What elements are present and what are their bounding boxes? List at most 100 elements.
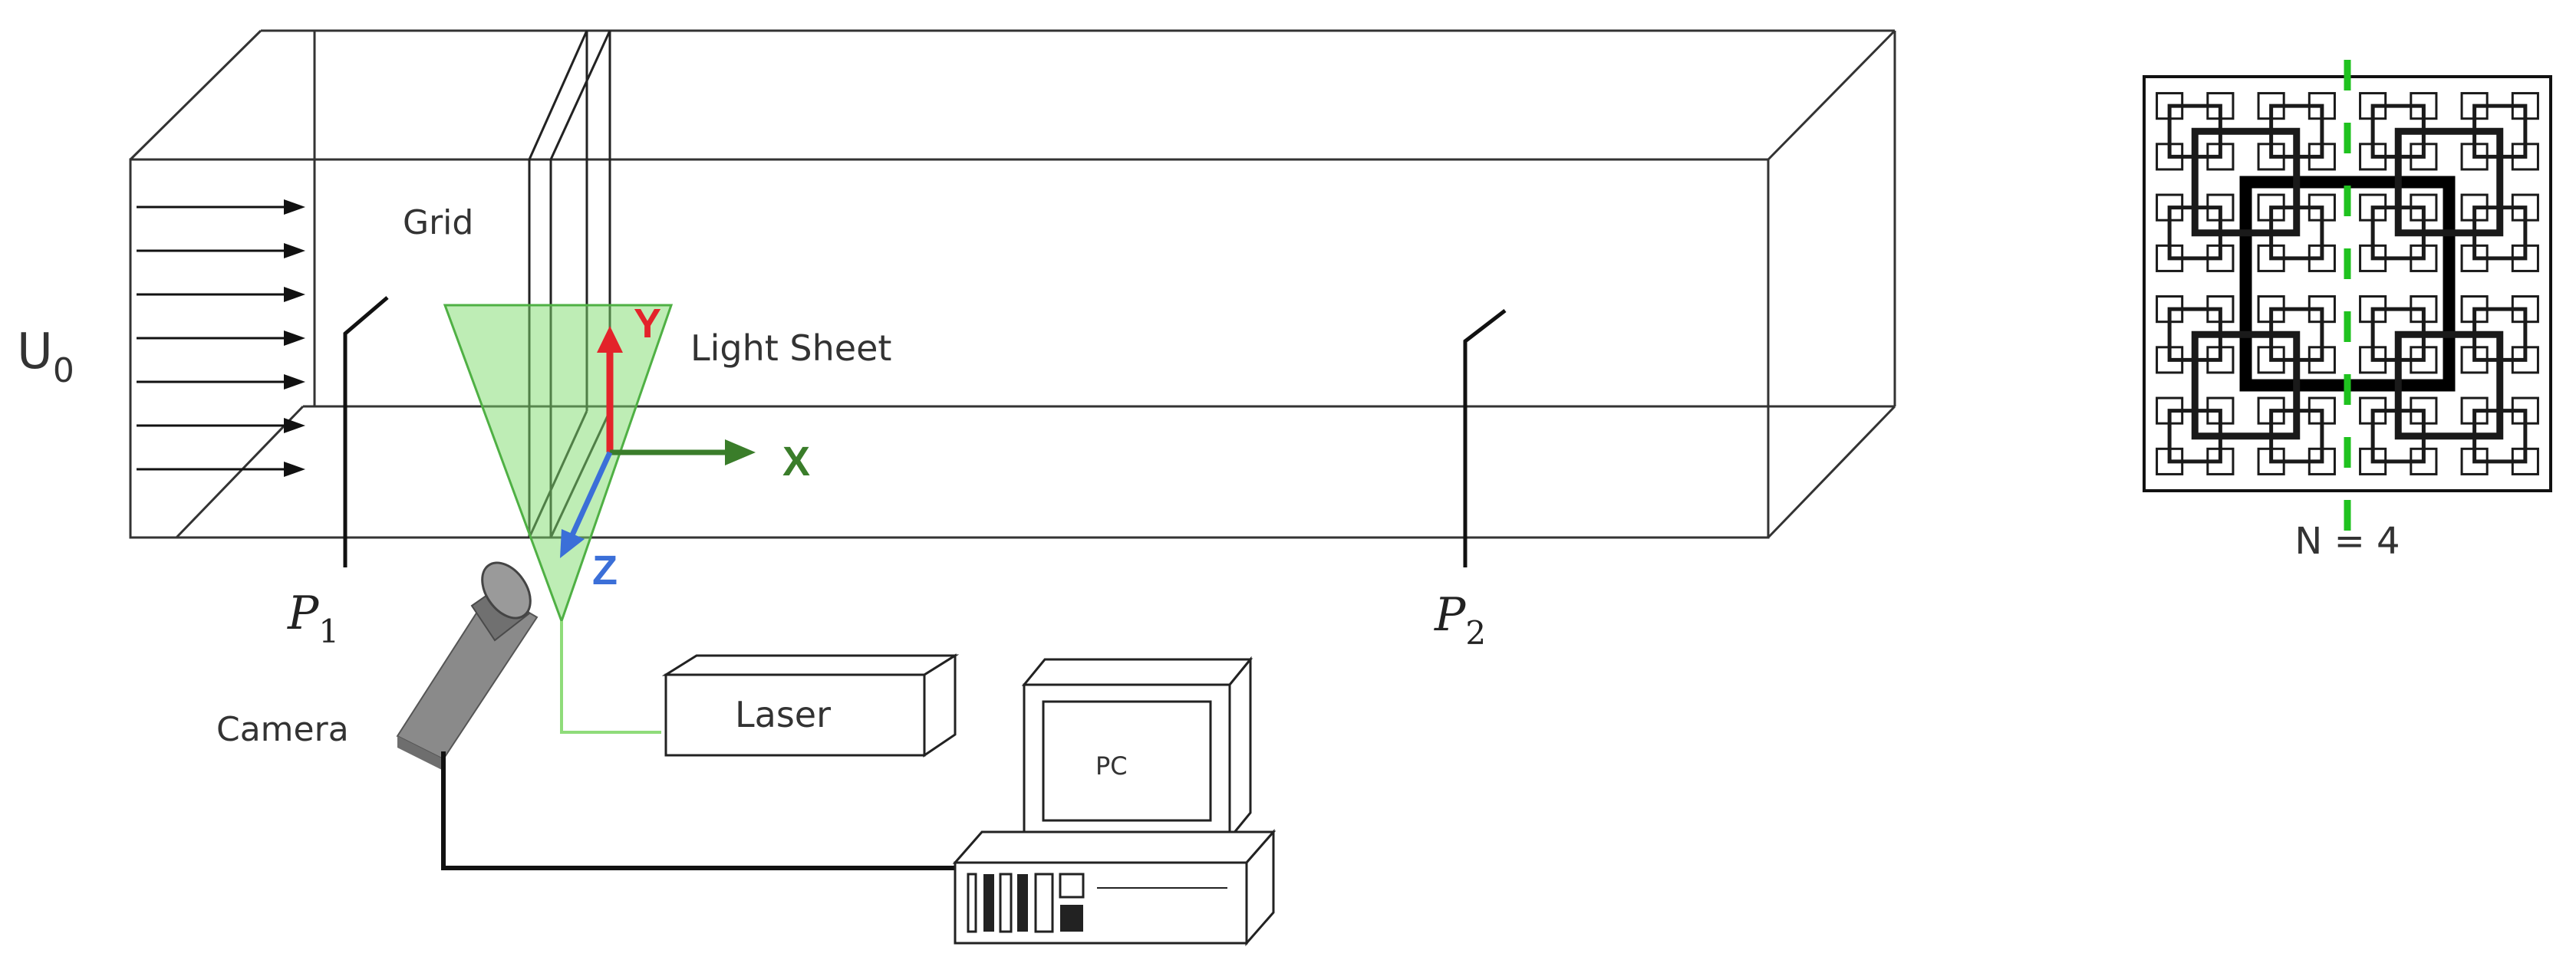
coordinate-axes xyxy=(560,326,756,558)
fractal-square xyxy=(2167,104,2222,159)
laser xyxy=(661,653,960,758)
fractal-square xyxy=(2308,396,2336,425)
fractal-square xyxy=(2370,104,2426,159)
fractal-square xyxy=(2269,205,2324,261)
fractal-square xyxy=(2460,92,2489,120)
fractal-square xyxy=(2308,346,2336,374)
inflow-subscript: 0 xyxy=(53,351,74,390)
x-axis-arrowhead xyxy=(725,439,756,465)
z-axis-label: Z xyxy=(592,547,618,593)
z-axis-line xyxy=(568,451,613,538)
fractal-square xyxy=(2394,330,2504,440)
pc-base-unit xyxy=(954,861,1248,945)
fractal-square xyxy=(2460,193,2489,222)
fractal-caption: N = 4 xyxy=(2294,520,2400,563)
fractal-square xyxy=(2460,447,2489,475)
fractal-square xyxy=(2257,396,2285,425)
light-sheet xyxy=(443,304,674,734)
fractal-square xyxy=(2410,295,2438,324)
fractal-square xyxy=(2370,307,2426,362)
probe-p2-subscript: 2 xyxy=(1465,614,1486,652)
light-sheet-triangle xyxy=(443,304,674,625)
fractal-square xyxy=(2394,127,2504,237)
fractal-square xyxy=(2257,295,2285,324)
camera-label: Camera xyxy=(216,710,349,749)
fractal-square xyxy=(2410,244,2438,272)
fractal-square xyxy=(2156,396,2184,425)
inflow-arrowhead xyxy=(284,243,305,258)
probe-p2-label: P2 xyxy=(1434,588,1486,652)
light-sheet-label: Light Sheet xyxy=(690,327,891,369)
fractal-square xyxy=(2308,92,2336,120)
fractal-square xyxy=(2472,307,2528,362)
fractal-square xyxy=(2460,244,2489,272)
fractal-square xyxy=(2308,295,2336,324)
fractal-square xyxy=(2167,409,2222,464)
fractal-square xyxy=(2359,143,2387,171)
fractal-square xyxy=(2156,193,2184,222)
fractal-square xyxy=(2269,409,2324,464)
fractal-square xyxy=(2191,127,2301,237)
fractal-square xyxy=(2511,92,2539,120)
x-axis-label: X xyxy=(782,439,810,485)
fractal-square xyxy=(2308,244,2336,272)
fractal-square xyxy=(2370,409,2426,464)
fractal-square xyxy=(2359,447,2387,475)
inflow-arrows xyxy=(137,199,305,477)
fractal-square xyxy=(2460,143,2489,171)
fractal-square xyxy=(2269,307,2324,362)
probe-p2-symbol: P xyxy=(1434,588,1467,642)
fractal-grid xyxy=(2143,60,2552,531)
fractal-square xyxy=(2257,447,2285,475)
fractal-square xyxy=(2308,193,2336,222)
camera-lens xyxy=(481,561,532,620)
fractal-square xyxy=(2511,396,2539,425)
fractal-square xyxy=(2257,92,2285,120)
inflow-arrowhead xyxy=(284,287,305,302)
inflow-arrowhead xyxy=(284,199,305,215)
pc xyxy=(952,656,1276,946)
fractal-square xyxy=(2511,295,2539,324)
fractal-square xyxy=(2257,143,2285,171)
probe-p1-label: P1 xyxy=(287,587,339,650)
fractal-square xyxy=(2472,205,2528,261)
fractal-square xyxy=(2269,104,2324,159)
fractal-square xyxy=(2460,396,2489,425)
fractal-square xyxy=(2156,244,2184,272)
fractal-square xyxy=(2206,92,2235,120)
inflow-arrowhead xyxy=(284,418,305,433)
fractal-square xyxy=(2257,244,2285,272)
fractal-square xyxy=(2472,104,2528,159)
fractal-square xyxy=(2511,193,2539,222)
fractal-square xyxy=(2410,143,2438,171)
fractal-square xyxy=(2156,346,2184,374)
fractal-square xyxy=(2511,244,2539,272)
fractal-square xyxy=(2206,447,2235,475)
fractal-square xyxy=(2308,447,2336,475)
camera xyxy=(396,561,963,870)
fractal-square xyxy=(2308,143,2336,171)
inflow-arrowhead xyxy=(284,462,305,477)
fractal-square xyxy=(2410,447,2438,475)
fractal-square xyxy=(2410,396,2438,425)
fractal-square xyxy=(2257,346,2285,374)
fractal-square xyxy=(2206,193,2235,222)
inflow-symbol: U xyxy=(17,324,53,380)
fractal-square xyxy=(2410,92,2438,120)
z-axis-arrowhead xyxy=(560,529,585,558)
camera-cable xyxy=(441,751,963,870)
fractal-square xyxy=(2410,193,2438,222)
fractal-square xyxy=(2359,244,2387,272)
laser-label: Laser xyxy=(735,694,831,735)
pc-screen xyxy=(1042,700,1212,822)
fractal-square xyxy=(2156,92,2184,120)
fractal-square xyxy=(2191,330,2301,440)
inflow-arrowhead xyxy=(284,374,305,390)
grid-label: Grid xyxy=(403,203,473,242)
fractal-square xyxy=(2511,143,2539,171)
fractal-square xyxy=(2156,143,2184,171)
fractal-square xyxy=(2359,346,2387,374)
fractal-square xyxy=(2167,205,2222,261)
fractal-square xyxy=(2206,396,2235,425)
